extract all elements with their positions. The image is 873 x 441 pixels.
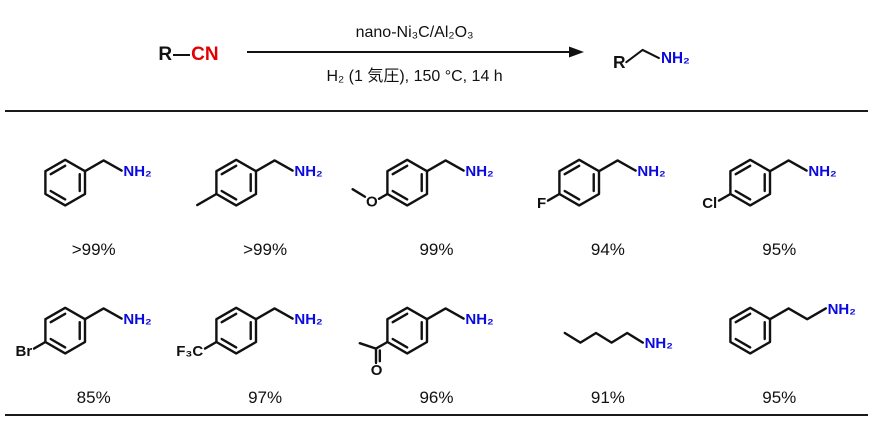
product-cell-6: Br NH₂ 85% [8, 268, 179, 408]
methoxy-methyl-bond [351, 188, 367, 198]
bromo-label: Br [15, 343, 32, 360]
methyl-group-bond [196, 192, 218, 207]
structure-4-chlorobenzylamine: Cl NH₂ [702, 158, 837, 212]
structure-benzylamine: NH₂ [43, 158, 151, 207]
single-bond [173, 53, 191, 57]
ch2-bonds [769, 159, 809, 173]
ch2-bonds [83, 159, 123, 173]
reaction-arrow-block: nano-Ni₃C/Al₂O₃ H₂ (1 気圧), 150 °C, 14 h [245, 24, 585, 86]
product-r-ch2-nh2: R NH₂ [613, 48, 690, 72]
yield-label: 96% [419, 388, 454, 407]
amine-label: NH₂ [466, 311, 494, 328]
trifluoromethyl-label: F₃C [176, 343, 203, 360]
product-r-label: R [613, 52, 626, 72]
ch2-bonds [597, 159, 637, 173]
ch2-bonds [83, 307, 123, 321]
product-cell-3: O NH₂ 99% [351, 120, 522, 260]
nitrile-group-label: CN [191, 44, 219, 65]
catalyst-label: nano-Ni₃C/Al₂O₃ [355, 24, 474, 41]
benzene-ring [729, 158, 772, 207]
substrate-r-cn: R CN [158, 44, 218, 66]
amine-label: NH₂ [661, 50, 690, 67]
yield-label: 99% [419, 240, 454, 259]
ch2-bonds [254, 159, 294, 173]
product-cell-9: NH₂ 91% [522, 268, 693, 408]
amine-label: NH₂ [294, 311, 322, 328]
yield-label: 85% [76, 388, 111, 407]
benzene-ring [386, 306, 429, 355]
substituent-bond [203, 340, 218, 350]
benzene-ring [386, 158, 429, 207]
amine-label: NH₂ [123, 311, 151, 328]
yield-label: 94% [590, 240, 625, 259]
amine-label: NH₂ [123, 163, 151, 180]
product-cell-8: O NH₂ 96% [351, 268, 522, 408]
substituent-bond [718, 192, 732, 202]
product-cell-10: NH₂ 95% [694, 268, 865, 408]
ch2-bonds [426, 307, 466, 321]
alkyl-chain [563, 331, 644, 344]
ethyl-chain [769, 307, 828, 321]
structure-4-acetylbenzylamine: O NH₂ [359, 306, 494, 379]
ch2-bonds [426, 159, 466, 173]
acetyl-methyl-bond [359, 342, 378, 350]
structure-4-trifluoromethylbenzylamine: F₃C NH₂ [176, 306, 323, 360]
structure-4-methylbenzylamine: NH₂ [196, 158, 323, 207]
amine-label: NH₂ [828, 301, 856, 318]
benzene-ring [43, 158, 86, 207]
yield-label: 95% [762, 240, 797, 259]
product-cell-1: NH₂ >99% [8, 120, 179, 260]
carbonyl-oxygen-label: O [371, 362, 383, 379]
acetyl-bond [375, 340, 390, 350]
amine-label: NH₂ [809, 163, 837, 180]
benzene-ring [43, 306, 86, 355]
methoxy-oxygen-label: O [366, 194, 378, 211]
yield-label: 91% [590, 388, 625, 407]
substituent-bond [546, 192, 561, 202]
product-cell-7: F₃C NH₂ 97% [176, 268, 350, 408]
ether-bond [378, 192, 390, 200]
benzene-ring [558, 158, 601, 207]
product-cell-4: F NH₂ 94% [522, 120, 693, 260]
divider-top [5, 110, 868, 112]
amine-label: NH₂ [466, 163, 494, 180]
chloro-label: Cl [702, 195, 717, 212]
conditions-label: H₂ (1 気圧), 150 °C, 14 h [326, 68, 503, 85]
yield-label: >99% [243, 240, 288, 259]
reaction-arrow [246, 46, 584, 58]
amine-label: NH₂ [644, 335, 672, 352]
amine-label: NH₂ [637, 163, 665, 180]
structure-n-pentylamine: NH₂ [563, 331, 673, 352]
fluoro-label: F [537, 195, 546, 212]
benzene-ring [215, 158, 258, 207]
substituent-bond [32, 340, 47, 350]
structure-4-bromobenzylamine: Br NH₂ [15, 306, 151, 360]
benzene-ring [729, 306, 772, 355]
structure-2-phenylethylamine: NH₂ [729, 301, 856, 355]
divider-bottom [5, 414, 868, 416]
yield-label: 95% [762, 388, 797, 407]
reaction-scheme: R CN nano-Ni₃C/Al₂O₃ H₂ (1 気圧), 150 °C, … [0, 0, 873, 110]
product-grid: NH₂ >99% NH₂ >99% O NH₂ 99% [0, 112, 873, 408]
yield-label: >99% [71, 240, 116, 259]
product-cell-5: Cl NH₂ 95% [694, 120, 865, 260]
structure-4-fluorobenzylamine: F NH₂ [537, 158, 666, 212]
substrate-r-label: R [158, 44, 173, 65]
yield-label: 97% [248, 388, 283, 407]
amine-label: NH₂ [294, 163, 322, 180]
ch2-bonds [254, 307, 294, 321]
structure-4-methoxybenzylamine: O NH₂ [351, 158, 494, 211]
product-cell-2: NH₂ >99% [179, 120, 350, 260]
benzene-ring [215, 306, 258, 355]
